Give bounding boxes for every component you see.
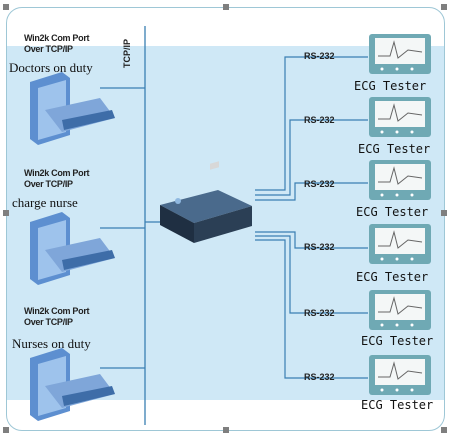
computer-role: charge nurse [12, 195, 78, 210]
serial-label: RS-232 [304, 372, 335, 382]
computer-label-line1: Win2k Com Port [24, 168, 90, 178]
computer-label-line1: Win2k Com Port [24, 306, 90, 316]
serial-label: RS-232 [304, 242, 335, 252]
ecg-monitor-icon [369, 160, 431, 200]
computer-icon [30, 212, 115, 285]
computer-label-line2: Over TCP/IP [24, 44, 73, 54]
computer-role: Nurses on duty [12, 336, 91, 351]
computer-icon [30, 72, 115, 145]
resize-handle[interactable] [3, 210, 9, 216]
ecg-monitor-icon [369, 290, 431, 330]
device-label: ECG Tester [361, 334, 434, 348]
device-label: ECG Tester [356, 270, 429, 284]
ecg-monitor-icon [369, 34, 431, 74]
resize-handle[interactable] [3, 427, 9, 433]
device-server [160, 161, 252, 243]
network-label: TCP/IP [122, 38, 132, 68]
ecg-monitor-icon [369, 224, 431, 264]
serial-label: RS-232 [304, 308, 335, 318]
serial-label: RS-232 [304, 179, 335, 189]
resize-handle[interactable] [223, 4, 229, 10]
resize-handle[interactable] [441, 4, 447, 10]
computer-label-line1: Win2k Com Port [24, 33, 90, 43]
computer-role: Doctors on duty [9, 60, 93, 75]
computer-icon [30, 348, 115, 421]
ecg-monitor-icon [369, 97, 431, 137]
resize-handle[interactable] [441, 427, 447, 433]
resize-handle[interactable] [223, 427, 229, 433]
computer-label-line2: Over TCP/IP [24, 317, 73, 327]
computer-label: Win2k Com Port Over TCP/IP [24, 33, 90, 55]
serial-label: RS-232 [304, 51, 335, 61]
resize-handle[interactable] [441, 210, 447, 216]
device-label: ECG Tester [356, 205, 429, 219]
serial-lines [255, 56, 368, 379]
resize-handle[interactable] [3, 4, 9, 10]
device-label: ECG Tester [354, 79, 427, 93]
computer-label-line2: Over TCP/IP [24, 179, 73, 189]
computer-label: Win2k Com Port Over TCP/IP [24, 168, 90, 190]
device-label: ECG Tester [361, 398, 434, 412]
computer-label: Win2k Com Port Over TCP/IP [24, 306, 90, 328]
ecg-monitor-icon [369, 355, 431, 395]
serial-label: RS-232 [304, 115, 335, 125]
device-label: ECG Tester [358, 142, 431, 156]
